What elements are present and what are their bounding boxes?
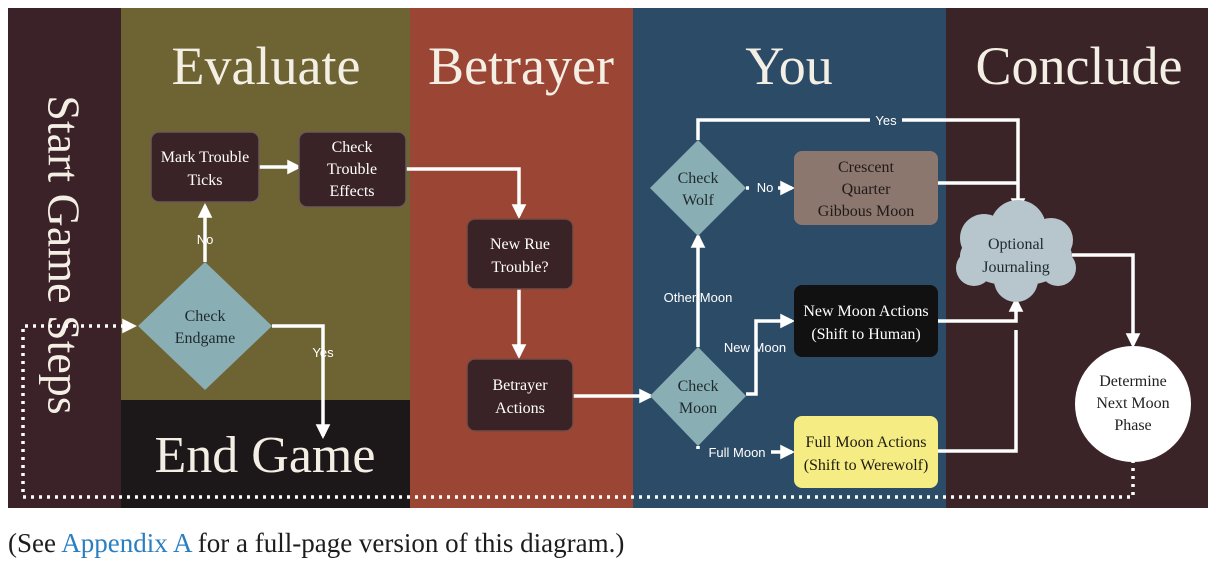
edge-label-no-endgame: No (197, 232, 214, 247)
conclude-heading: Conclude (976, 36, 1183, 96)
caption-before: (See (8, 528, 62, 558)
caption-after: for a full-page version of this diagram.… (191, 528, 625, 558)
moon-phases-box (794, 151, 938, 225)
you-heading: You (745, 36, 833, 96)
moon-to-new-moon-connector (746, 313, 795, 396)
edge-label-new-moon: New Moon (724, 340, 786, 355)
check-wolf-diamond (650, 140, 746, 236)
journal-to-determine-connector (1072, 253, 1141, 348)
optional-journaling-cloud (956, 200, 1076, 302)
appendix-a-link[interactable]: Appendix A (61, 528, 192, 558)
full-moon-to-journal-connector (938, 330, 1018, 453)
new-moon-actions-label: New Moon Actions(Shift to Human) (803, 303, 928, 343)
betrayer-actions-box (466, 358, 574, 432)
check-endgame-diamond (138, 262, 272, 390)
new-moon-to-journal-connector (938, 297, 1024, 323)
wolf-yes-connector (696, 118, 1018, 210)
edge-label-yes-wolf: Yes (875, 113, 897, 128)
determine-next-moon-circle (1075, 346, 1191, 462)
connectors (21, 118, 1141, 499)
end-game-heading: End Game (155, 427, 376, 484)
check-to-rue-connector (406, 167, 527, 219)
game-flow-diagram: Start Game Steps Evaluate Betrayer You C… (8, 8, 1208, 508)
start-column (8, 8, 121, 508)
check-moon-diamond (650, 347, 746, 446)
betrayer-heading: Betrayer (428, 36, 614, 96)
edge-label-yes-endgame: Yes (312, 345, 334, 360)
loop-connector (21, 318, 1135, 499)
check-trouble-box (298, 131, 407, 208)
edge-label-no-wolf: No (757, 180, 774, 195)
start-game-steps-heading: Start Game Steps (39, 95, 90, 414)
edge-label-other-moon: Other Moon (664, 290, 733, 305)
full-moon-actions-box (794, 416, 938, 488)
endgame-to-end-connector (272, 324, 331, 439)
new-rue-box (466, 218, 574, 290)
evaluate-heading: Evaluate (172, 36, 361, 96)
end-game-column (121, 400, 410, 508)
edge-label-full-moon: Full Moon (708, 445, 765, 460)
new-moon-actions-box (794, 285, 938, 357)
diagram-caption: (See Appendix A for a full-page version … (8, 528, 624, 559)
mark-trouble-box (150, 131, 260, 203)
full-moon-actions-label: Full Moon Actions(Shift to Werewolf) (804, 434, 929, 474)
